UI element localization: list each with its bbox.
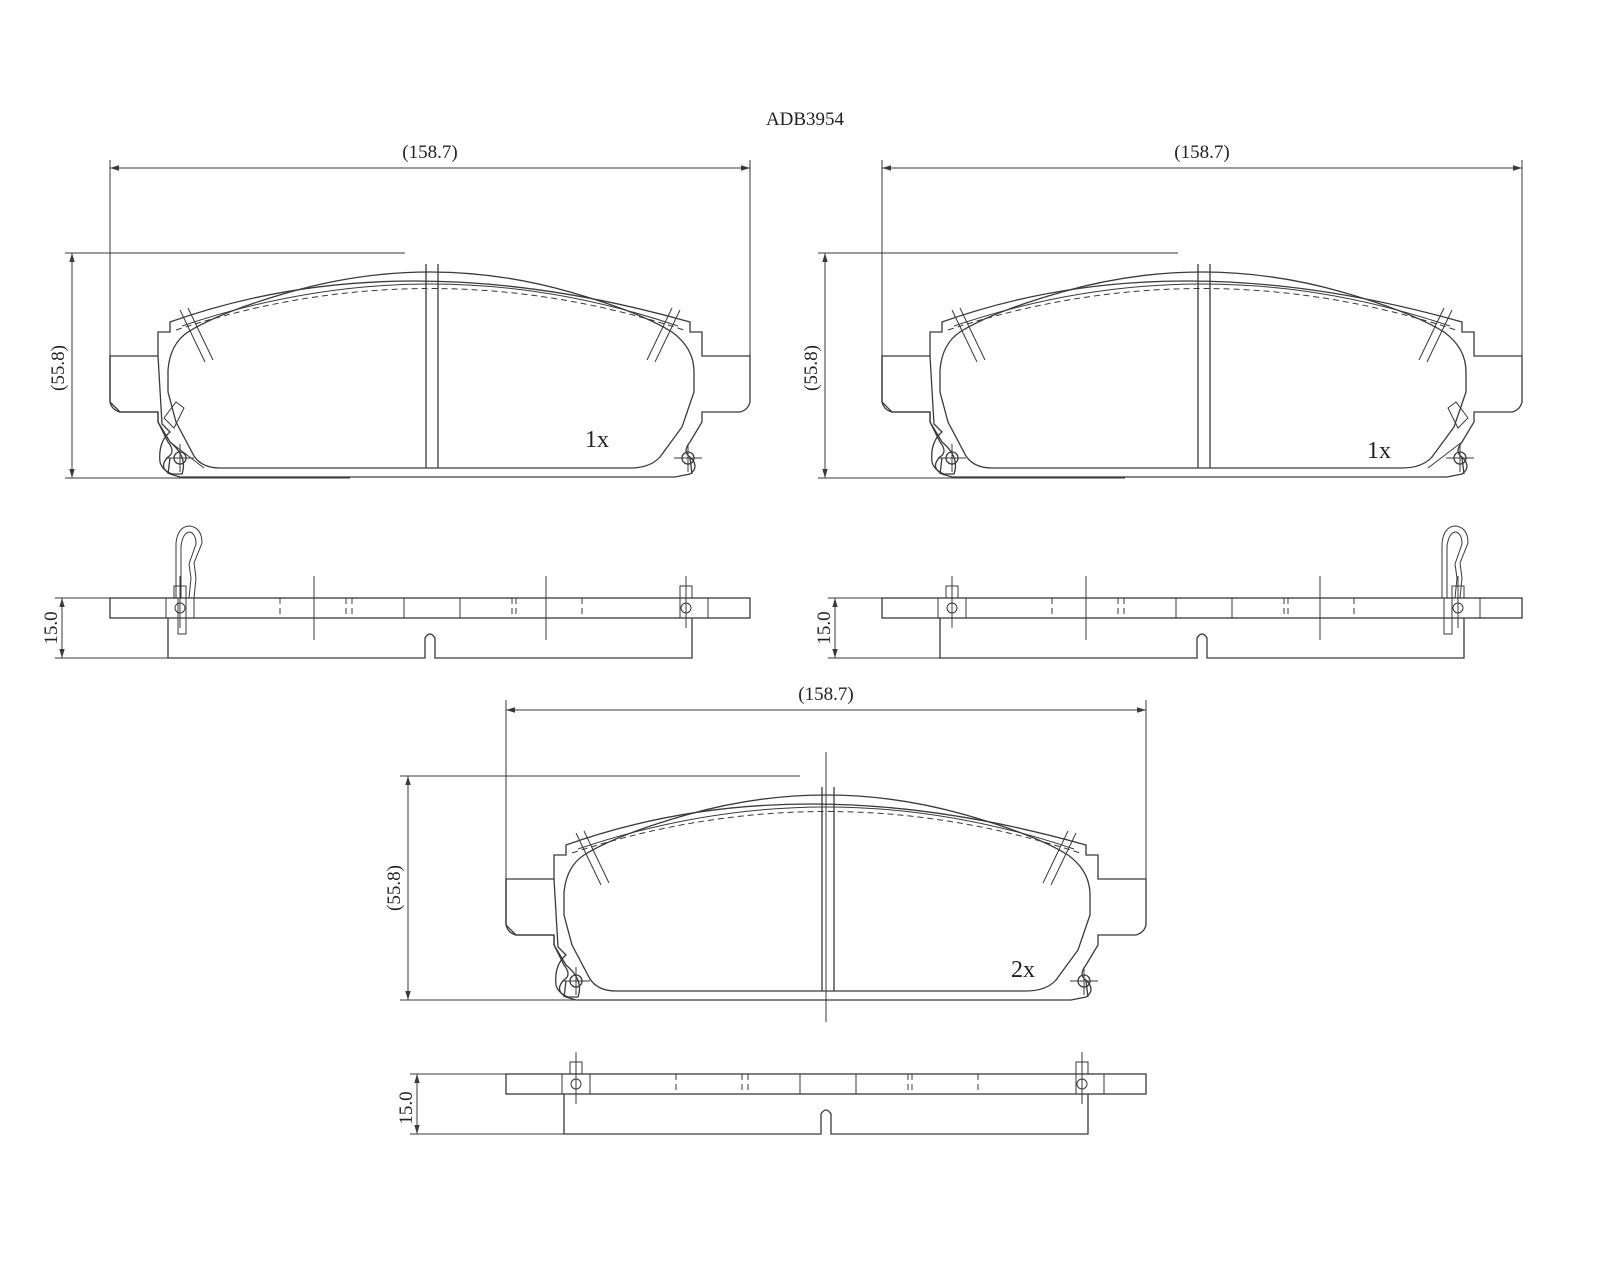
top-left-pad-face (109, 263, 751, 478)
bottom-height-label: (55.8) (384, 865, 405, 911)
top-left-pad-edge (109, 575, 751, 659)
top-left-view: (158.7) (55.8) 1x 15.0 (41, 142, 751, 659)
bottom-width-label: (158.7) (798, 684, 853, 705)
top-left-width-label: (158.7) (402, 142, 457, 163)
bottom-view: (158.7) (55.8) 2x 15.0 (384, 684, 1147, 1135)
top-right-thickness-label: 15.0 (814, 611, 835, 644)
top-right-height-label: (55.8) (801, 345, 822, 391)
top-right-quantity: 1x (1367, 438, 1391, 464)
top-left-quantity: 1x (585, 427, 609, 453)
top-right-pad-face (881, 263, 1523, 478)
top-left-thickness-label: 15.0 (41, 611, 62, 644)
top-right-pad-edge (881, 575, 1523, 659)
top-left-height-label: (55.8) (48, 345, 69, 391)
top-right-view: (158.7) (55.8) 1x 15.0 (801, 142, 1523, 659)
bottom-pad-edge (505, 1051, 1147, 1135)
top-right-width-label: (158.7) (1174, 142, 1229, 163)
bottom-thickness-label: 15.0 (396, 1091, 417, 1124)
part-number: ADB3954 (766, 109, 845, 130)
bottom-quantity: 2x (1011, 957, 1035, 983)
